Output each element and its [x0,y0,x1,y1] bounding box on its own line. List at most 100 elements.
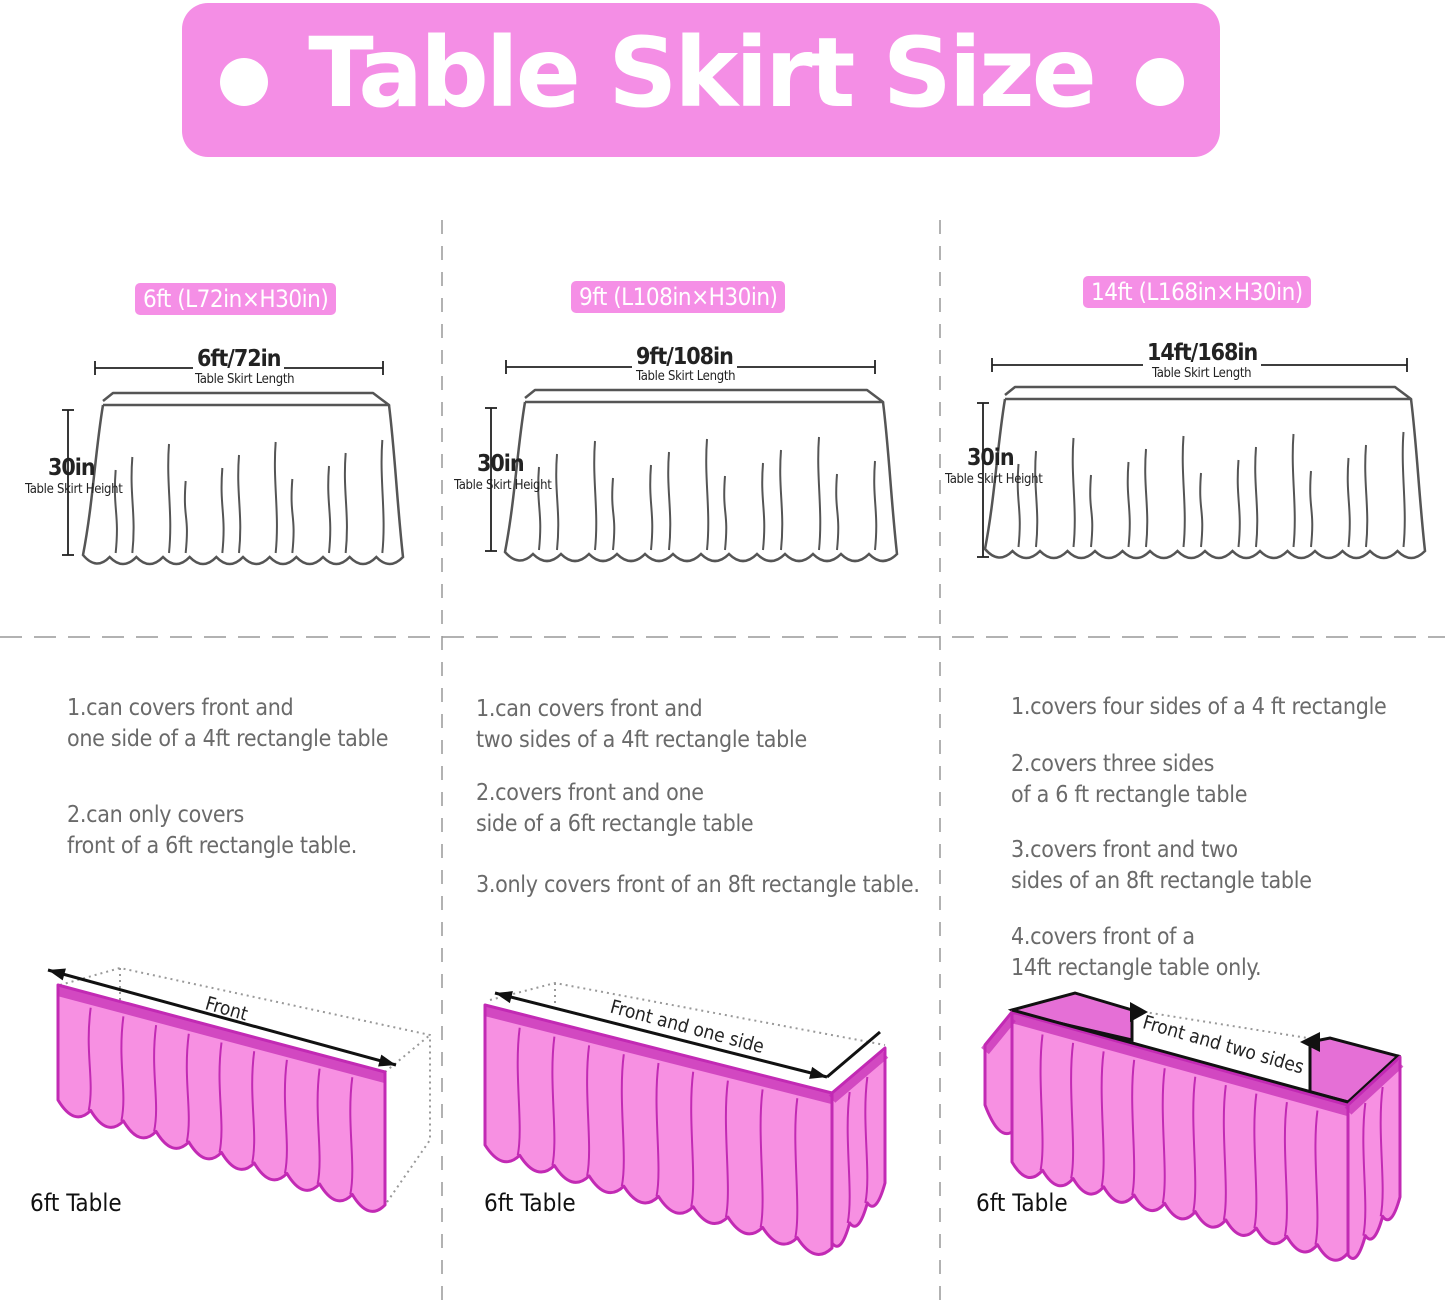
table-outline-dotted [489,981,886,1046]
skirt-fold [1364,444,1369,548]
skirt-fold [130,456,135,554]
note: 4.covers front of a 14ft rectangle table… [1011,924,1262,981]
skirt-fold [380,439,385,554]
skirt-fold [1314,1110,1319,1245]
skirt-fold [1253,1093,1258,1229]
skirt-fold [516,1027,521,1156]
size-badge-14ft: 14ft (L168in×H30in) [1083,276,1311,308]
length-caption: Table Skirt Length [195,372,295,387]
skirt-fold [1039,1034,1044,1171]
skirt-fold [1199,472,1204,548]
skirt-fold [290,478,295,554]
skirt-fold [846,1091,851,1224]
skirt-fold [153,1024,158,1132]
skirt-band [828,1050,889,1103]
skirt-fold [218,1042,223,1153]
arrow-head-icon [495,991,513,1004]
skirt-fold [1283,1101,1288,1237]
height-caption: Table Skirt Height [25,482,123,497]
skirt-fold [220,467,225,554]
arrow-head-icon [1130,1002,1148,1022]
skirt-fold [551,1036,556,1166]
pink-skirt-panel [56,983,387,1213]
table-label: 6ft Table [484,1189,576,1217]
table-outline-dotted [1131,1009,1321,1041]
skirt-fold [873,460,878,551]
skirt-fold [555,453,560,551]
height-label: 30in [48,455,96,481]
arrow-head-icon [48,968,66,981]
height-caption: Table Skirt Height [454,478,552,493]
note: 3.only covers front of an 8ft rectangle … [476,872,920,898]
skirt-fold [273,441,278,554]
arrow-line [1011,1008,1349,1104]
skirt-fold [620,1054,625,1187]
skirt-fold [537,466,542,551]
pink-skirt-panel [483,1003,834,1256]
skirt-fold [1181,435,1186,548]
skirt-fold [723,475,728,551]
skirt-fold [283,1059,288,1174]
skirt-fold [779,449,784,551]
length-label: 14ft/168in [1143,340,1262,366]
skirt-fold [349,1077,354,1195]
skirt-fold [817,436,822,551]
skirt-band [981,1014,1016,1055]
table-label: 6ft Table [976,1189,1068,1217]
table-outline-dotted [59,966,431,1206]
height-label: 30in [477,451,525,477]
skirt-fold [761,462,766,551]
table-label: 6ft Table [30,1189,122,1217]
size-badge-9ft: 9ft (L108in×H30in) [571,281,786,313]
skirt-fold [113,469,118,554]
skirt-fold [316,1068,321,1185]
skirt-fold [690,1071,695,1207]
title-banner: Table Skirt Size [182,3,1220,157]
skirt-fold [1192,1076,1197,1212]
skirt-fold [1126,461,1131,548]
skirt-fold [1161,1068,1166,1204]
skirt-fold [1401,431,1406,548]
skirt-fold [1362,1102,1367,1236]
skirt-band [1344,1059,1404,1115]
arrow-head-icon [1300,1032,1320,1052]
skirt-fold [251,1051,256,1164]
skirt-fold [343,452,348,554]
pink-skirt-panel [1346,1055,1402,1260]
note: 2.can only covers front of a 6ft rectang… [67,802,358,859]
skirt-fold [1070,1042,1075,1179]
skirt-fold [87,1007,92,1111]
skirt-fold [1222,1085,1227,1221]
skirt-fold [167,443,172,554]
skirt-fold [705,438,710,551]
length-caption: Table Skirt Length [1152,366,1252,381]
arrow-line [494,991,828,1079]
height-label: 30in [967,445,1015,471]
arrow-head-icon [378,1054,396,1067]
skirt-fold [655,1062,660,1197]
note: 1.covers four sides of a 4 ft rectangle [1011,694,1387,720]
skirt-fold [1089,474,1094,548]
skirt-fold [327,465,332,554]
skirt-fold [1346,457,1351,548]
skirt-fold [611,477,616,551]
skirt-fold [1034,450,1039,548]
skirt-fold [1144,448,1149,548]
length-caption: Table Skirt Length [636,369,736,384]
note: 1.can covers front and one side of a 4ft… [67,695,389,752]
skirt-outline [503,401,899,563]
bullet-dot-icon [220,58,268,106]
skirt-fold [864,1076,869,1204]
skirt-fold [1100,1051,1105,1188]
arrow-head-icon [809,1066,827,1079]
skirt-fold [794,1098,799,1238]
skirt-fold [1379,1086,1384,1217]
bullet-dot-icon [1136,58,1184,106]
skirt-fold [1131,1059,1136,1196]
length-label: 9ft/108in [632,344,737,370]
skirt-outline [81,404,405,566]
height-caption: Table Skirt Height [945,472,1043,487]
pink-skirt-panel [830,1046,887,1248]
skirt-outline [983,398,1427,560]
skirt-fold [237,454,242,554]
